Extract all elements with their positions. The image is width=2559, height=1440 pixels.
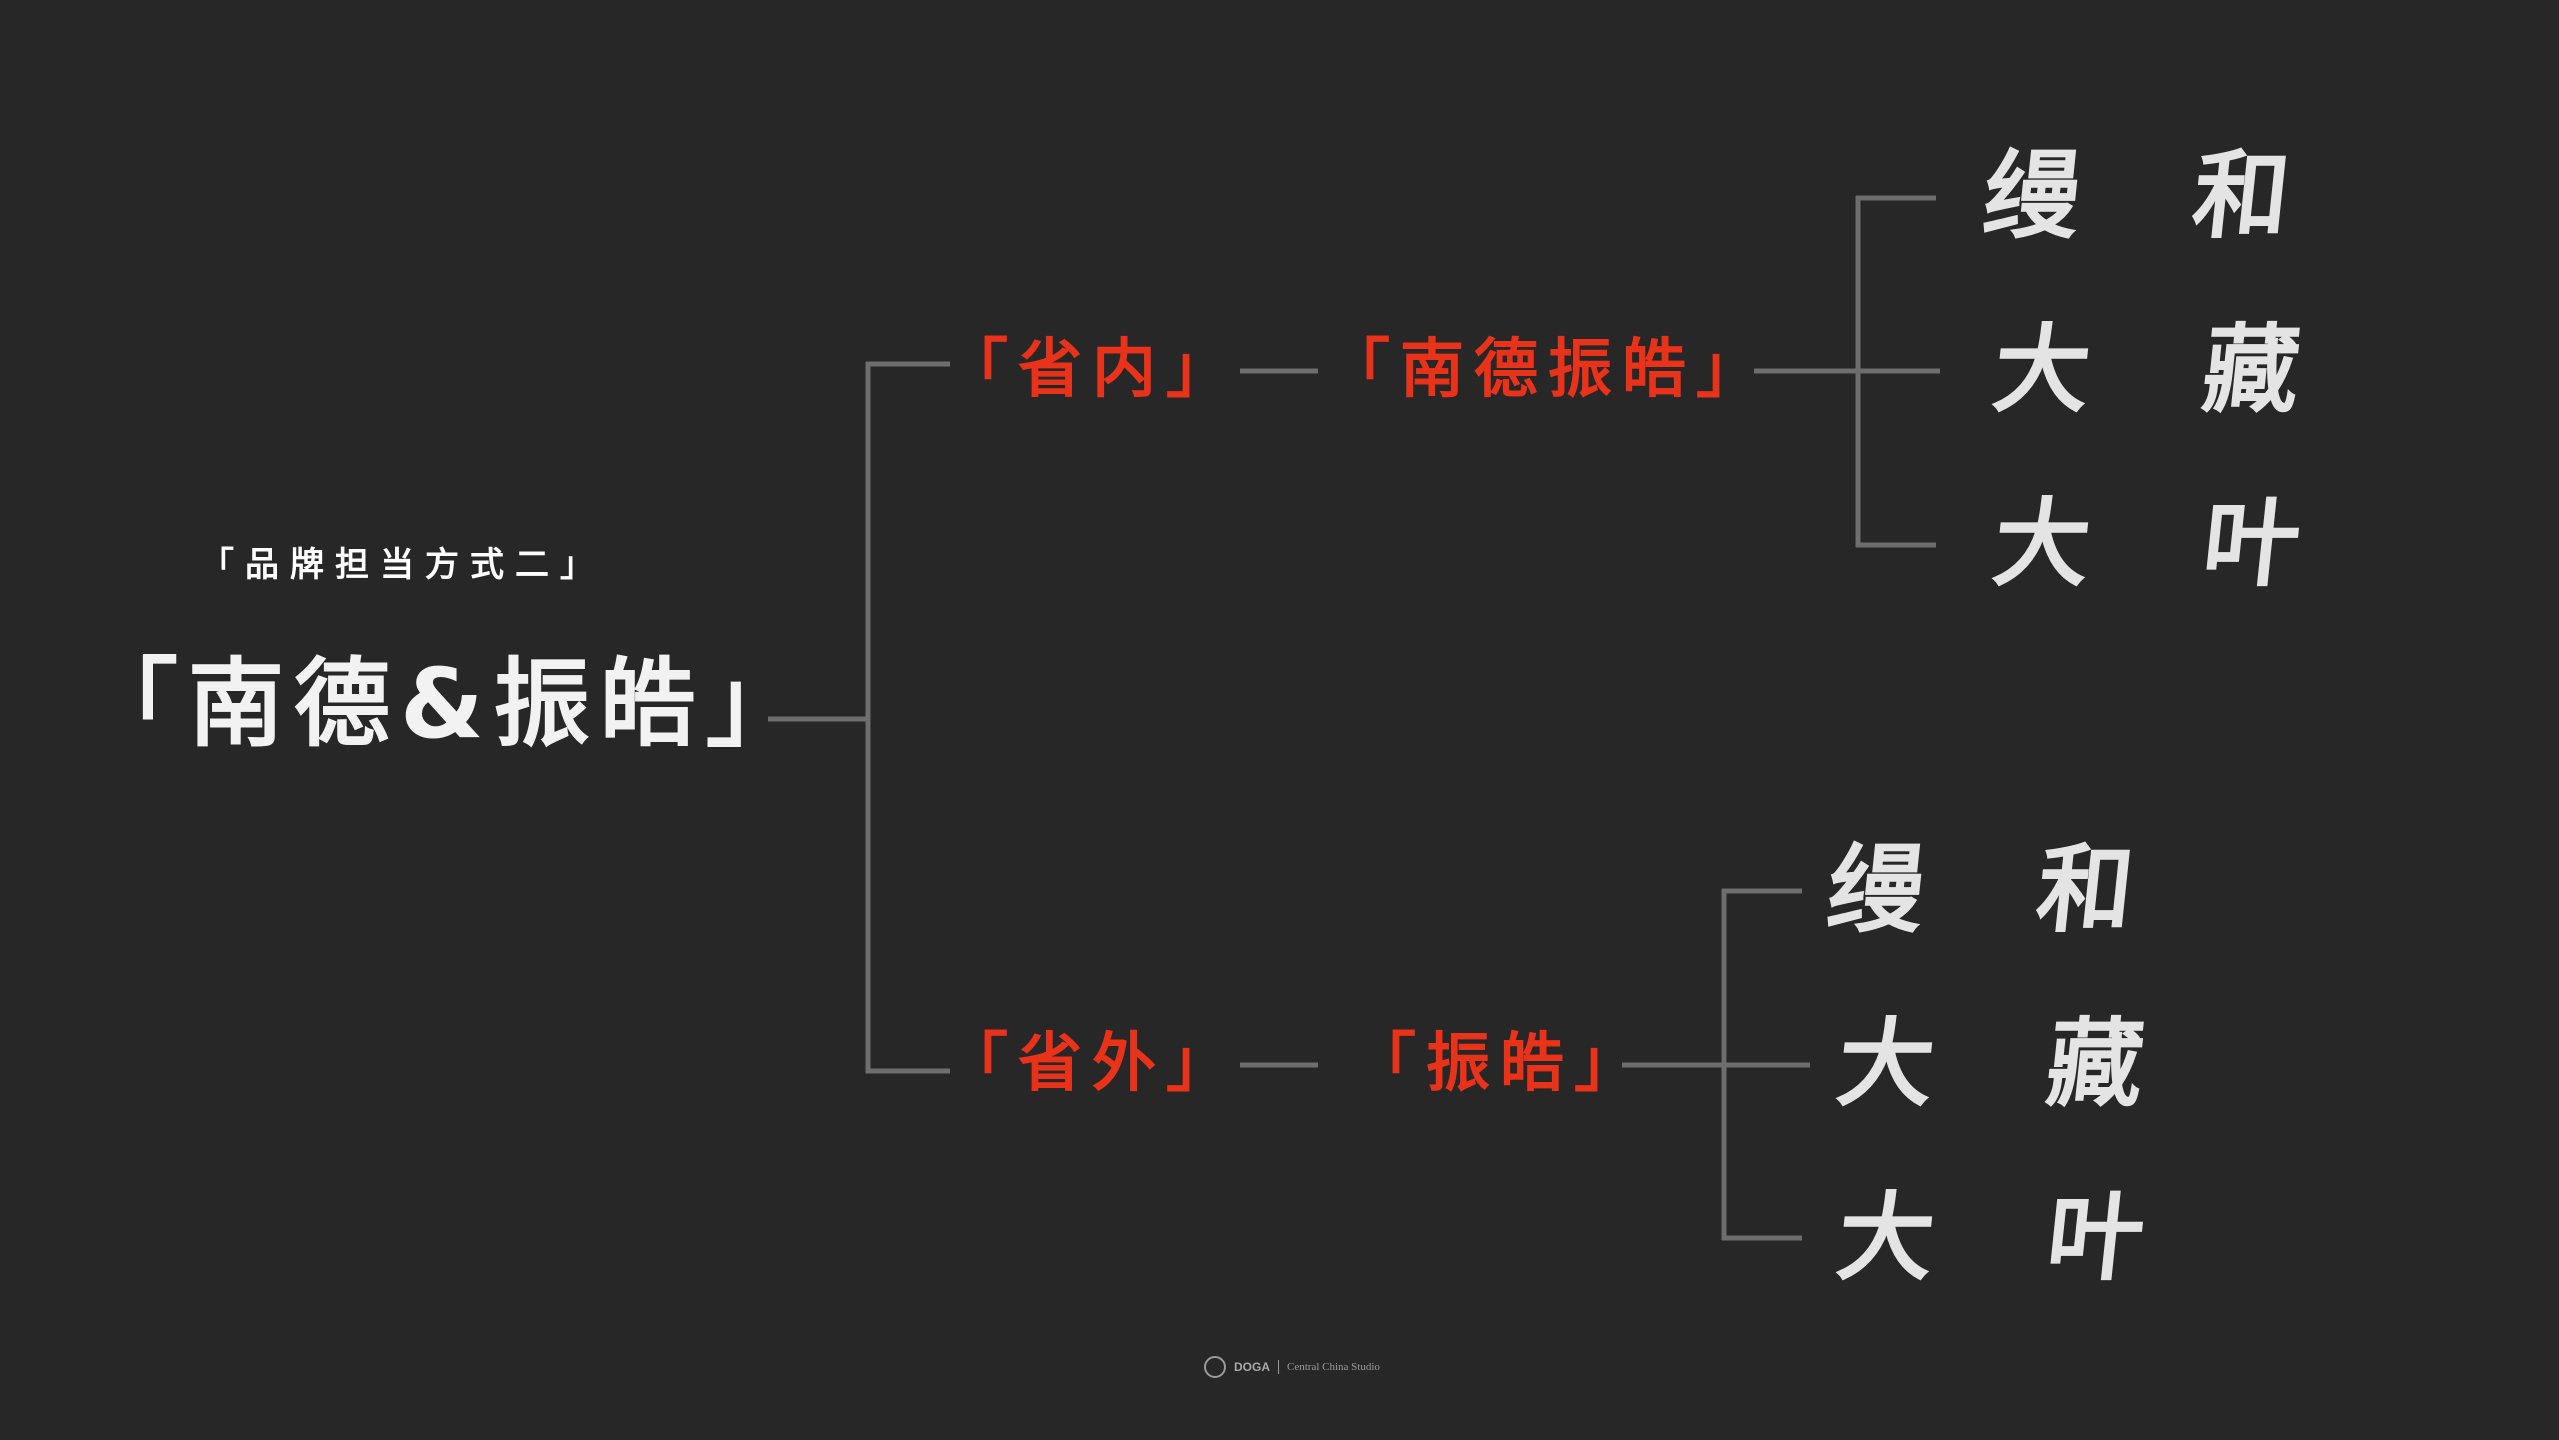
upper-product-3: 大 叶	[1988, 487, 2346, 600]
footer-logo: DOGA Central China Studio	[1204, 1352, 1380, 1382]
footer-logo-text: DOGA	[1234, 1360, 1270, 1374]
doga-logo-icon	[1204, 1356, 1226, 1378]
lower-region-label: 「省外」	[944, 1027, 1240, 1101]
lower-product-3: 大 叶	[1832, 1181, 2190, 1294]
footer-divider	[1278, 1360, 1279, 1374]
upper-region-label: 「省内」	[944, 333, 1240, 407]
root-subtitle: 「品牌担当方式二」	[200, 545, 605, 585]
upper-brand-label: 「南德振皓」	[1326, 333, 1770, 407]
upper-product-2: 大 藏	[1988, 313, 2346, 426]
lower-brand-label: 「振皓」	[1352, 1027, 1648, 1101]
upper-product-1: 缦 和	[1978, 139, 2336, 252]
footer-studio-text: Central China Studio	[1287, 1361, 1380, 1373]
root-title: 「南德&振皓」	[82, 648, 812, 760]
lower-product-1: 缦 和	[1822, 833, 2180, 946]
lower-product-2: 大 藏	[1832, 1007, 2190, 1120]
